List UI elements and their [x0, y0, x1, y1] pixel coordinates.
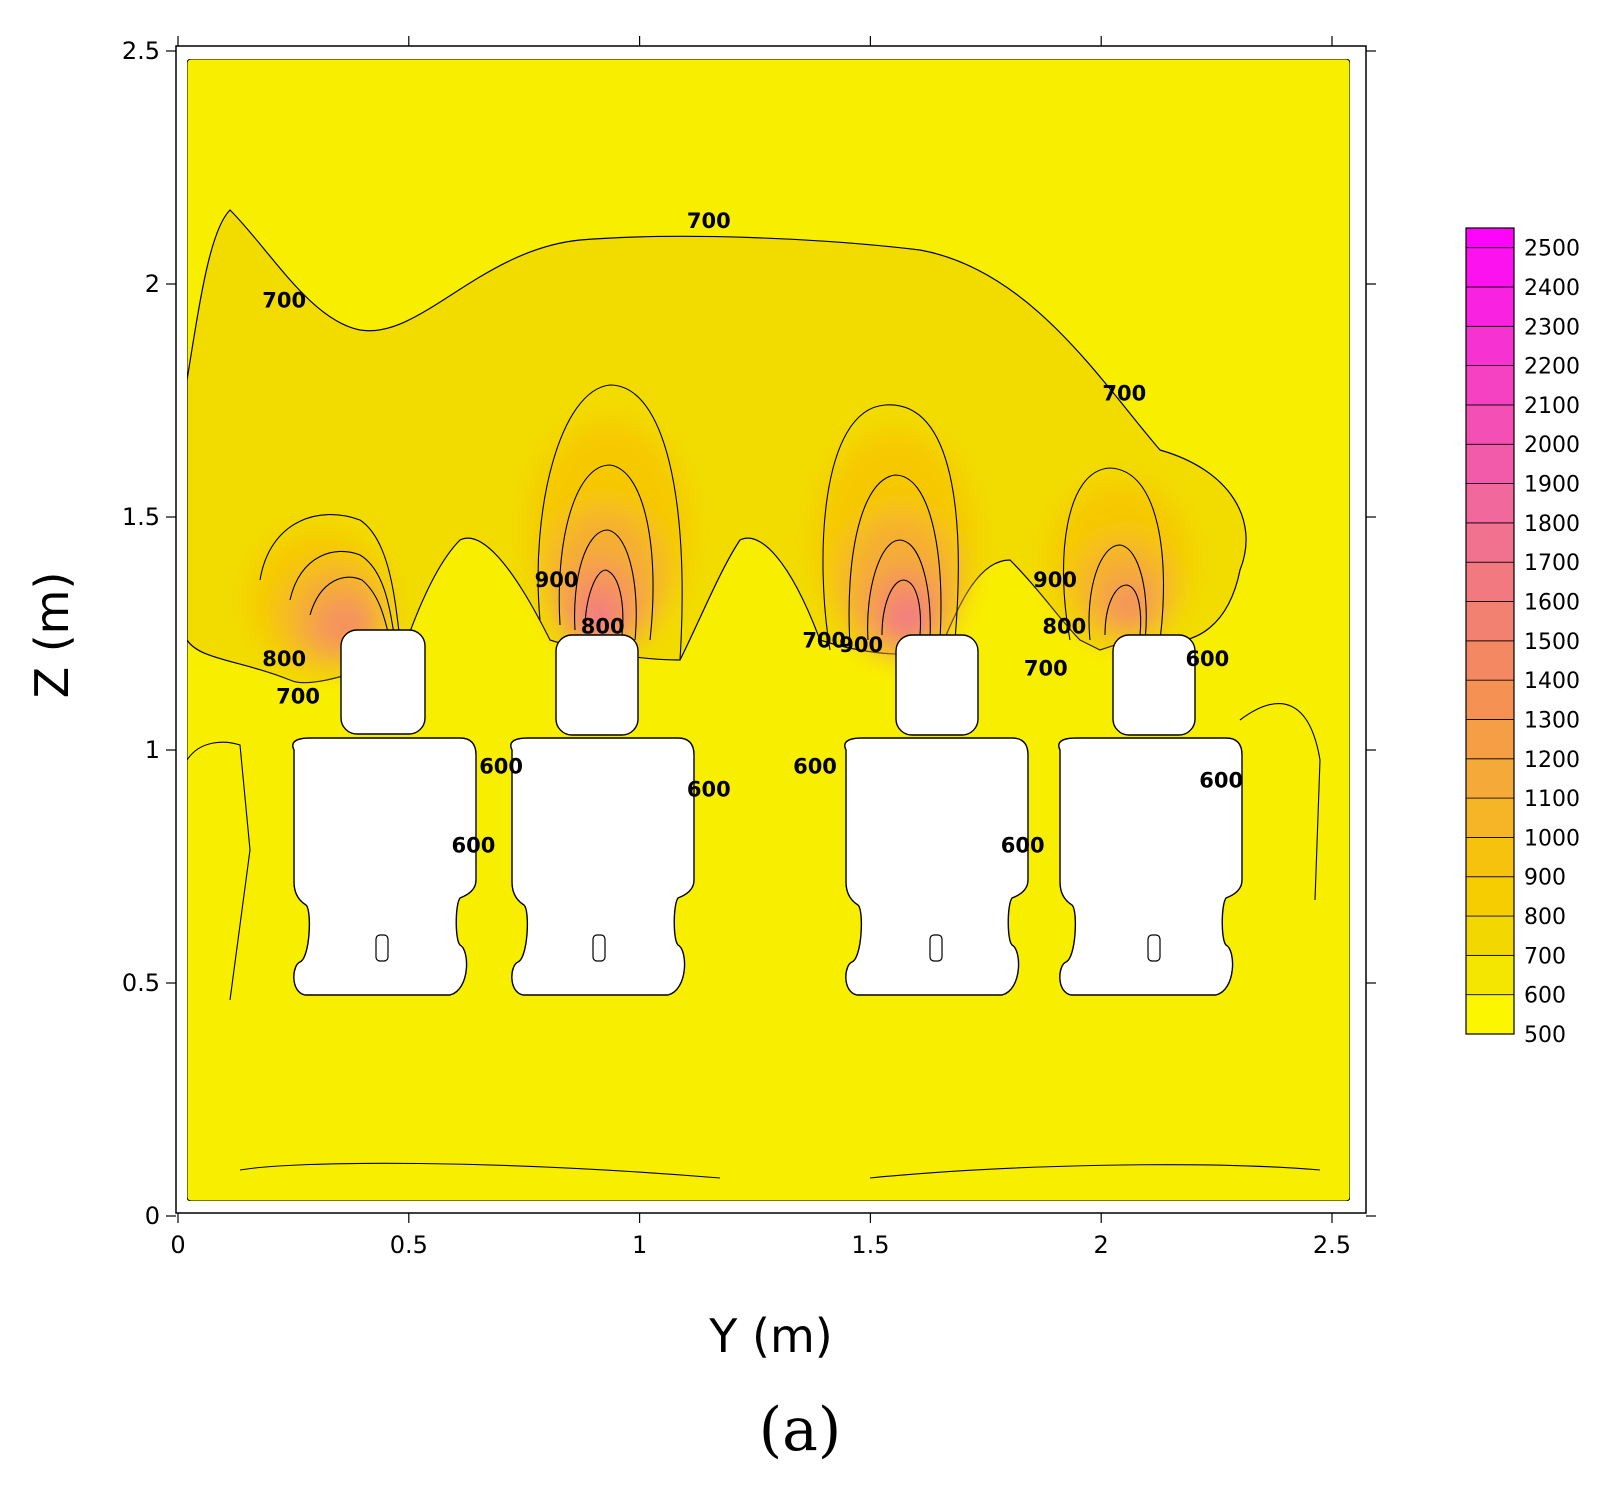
colorbar-band [1465, 601, 1515, 642]
colorbar-label: 1200 [1524, 748, 1580, 773]
contour-label: 800 [262, 647, 306, 671]
x-tick-label: 1.5 [851, 1231, 889, 1259]
colorbar-band [1465, 994, 1515, 1035]
x-tick-label: 2.5 [1313, 1231, 1351, 1259]
colorbar-band [1465, 365, 1515, 406]
contour-label: 900 [535, 568, 579, 592]
colorbar-label: 1100 [1524, 787, 1580, 812]
colorbar-label: 2400 [1524, 276, 1580, 301]
y-tick-label: 2.5 [122, 37, 160, 65]
colorbar-band [1465, 837, 1515, 878]
contour-label: 600 [793, 754, 837, 778]
colorbar-label: 2200 [1524, 355, 1580, 380]
contour-label: 700 [262, 288, 306, 312]
colorbar-label: 600 [1524, 984, 1566, 1009]
contour-label: 600 [1001, 834, 1045, 858]
colorbar-label: 700 [1524, 944, 1566, 969]
occupant-1 [292, 629, 477, 996]
contour-label: 700 [276, 684, 320, 708]
colorbar-label: 2300 [1524, 315, 1580, 340]
panel-label: (a) [759, 1395, 842, 1465]
colorbar-label: 500 [1524, 1023, 1566, 1048]
colorbar-frame [1465, 227, 1515, 1035]
colorbar-band [1465, 719, 1515, 760]
colorbar-label: 800 [1524, 905, 1566, 930]
contour-label: 600 [479, 754, 523, 778]
contour-label: 800 [581, 615, 625, 639]
colorbar-label: 1800 [1524, 512, 1580, 537]
contour-label: 600 [1199, 768, 1243, 792]
colorbar-band [1465, 227, 1515, 249]
occupant-2 [510, 634, 695, 996]
contour-label: 700 [802, 628, 846, 652]
x-axis-title: Y (m) [708, 1309, 832, 1363]
plume-3 [815, 430, 975, 657]
contour-label: 700 [687, 209, 731, 233]
colorbar-band [1465, 797, 1515, 838]
x-tick-label: 2 [1094, 1231, 1109, 1259]
plume-4 [1050, 480, 1190, 640]
y-tick-label: 1.5 [122, 503, 160, 531]
colorbar-label: 900 [1524, 866, 1566, 891]
colorbar-band [1465, 522, 1515, 563]
colorbar: 2500 2400 2300 2200 2100 2000 1900 1800 1700 1600… [1465, 227, 1580, 1048]
contour-label: 800 [1042, 615, 1086, 639]
colorbar-label: 1500 [1524, 630, 1580, 655]
region-700 [187, 209, 1247, 684]
contour-label: 600 [452, 834, 496, 858]
colorbar-band [1465, 915, 1515, 956]
contour-label: 900 [1033, 568, 1077, 592]
colorbar-band [1465, 286, 1515, 327]
colorbar-band [1465, 404, 1515, 445]
colorbar-band [1465, 954, 1515, 996]
x-axis: 0 0.5 1 1.5 2 2.5 [170, 36, 1351, 1259]
y-tick-label: 2 [145, 270, 160, 298]
y-tick-label: 0.5 [122, 969, 160, 997]
small-cutouts [375, 934, 1161, 962]
colorbar-label: 2000 [1524, 433, 1580, 458]
y-tick-label: 1 [145, 736, 160, 764]
colorbar-band [1465, 325, 1515, 367]
colorbar-band [1465, 247, 1515, 288]
colorbar-band [1465, 483, 1515, 524]
colorbar-label: 2500 [1524, 237, 1580, 262]
colorbar-label: 1000 [1524, 826, 1580, 851]
x-tick-label: 0 [170, 1231, 185, 1259]
colorbar-band [1465, 443, 1515, 484]
colorbar-label: 1600 [1524, 591, 1580, 616]
colorbar-label: 1400 [1524, 669, 1580, 694]
x-tick-label: 0.5 [390, 1231, 428, 1259]
contour-lines [187, 384, 1321, 1179]
colorbar-label: 1700 [1524, 551, 1580, 576]
occupant-4 [1058, 634, 1243, 996]
colorbar-label: 2100 [1524, 394, 1580, 419]
colorbar-label: 1900 [1524, 473, 1580, 498]
occupant-3 [844, 634, 1029, 996]
contour-label: 600 [687, 778, 731, 802]
y-tick-label: 0 [145, 1202, 160, 1230]
colorbar-band [1465, 876, 1515, 917]
colorbar-band [1465, 758, 1515, 799]
colorbar-band [1465, 679, 1515, 720]
colorbar-band [1465, 561, 1515, 602]
colorbar-label: 1300 [1524, 708, 1580, 733]
colorbar-band [1465, 640, 1515, 681]
y-axis: 0 0.5 1 1.5 2 2.5 [122, 37, 1376, 1230]
contour-label: 700 [1102, 382, 1146, 406]
contour-label: 600 [1185, 647, 1229, 671]
x-tick-label: 1 [632, 1231, 647, 1259]
contour-label: 900 [839, 633, 883, 657]
y-axis-title: Z (m) [25, 572, 79, 699]
contour-label: 700 [1024, 656, 1068, 680]
occupants [292, 629, 1243, 996]
